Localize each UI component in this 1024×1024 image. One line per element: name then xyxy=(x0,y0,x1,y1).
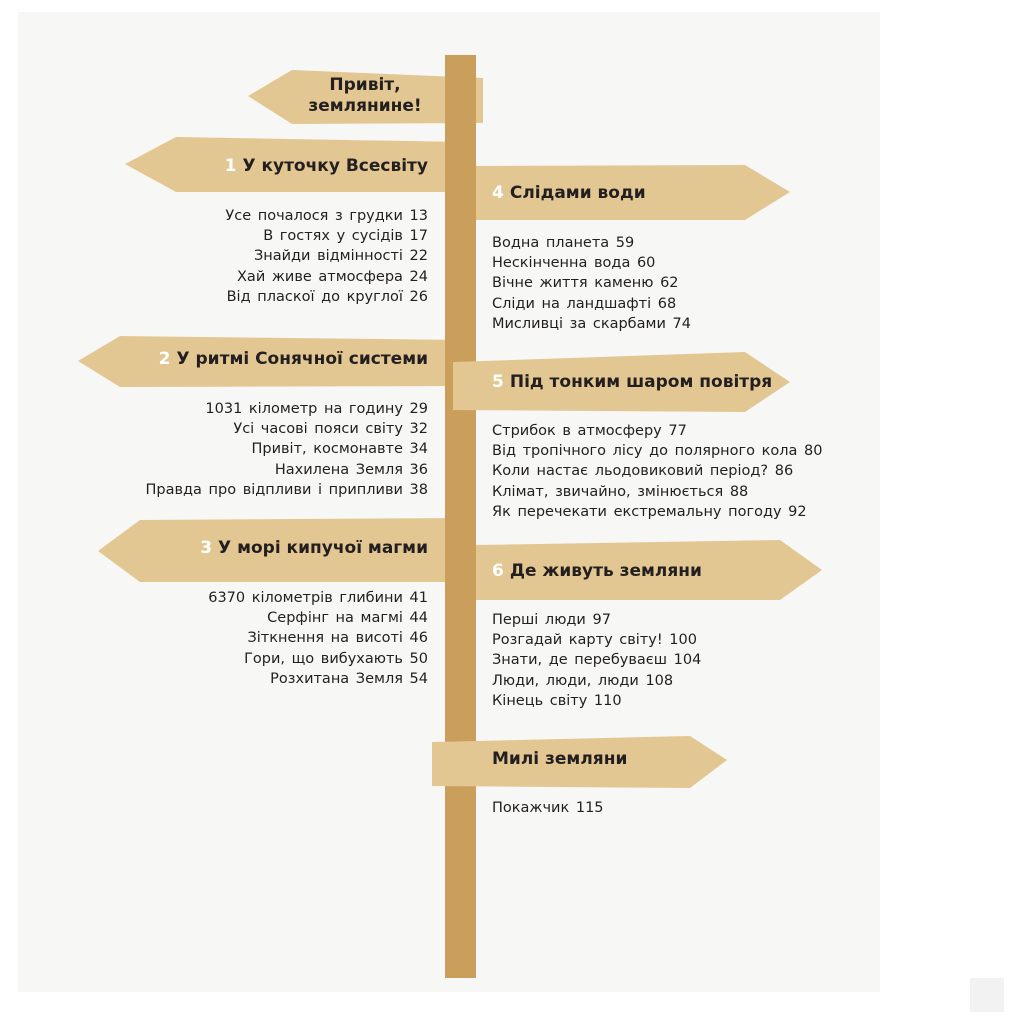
chapter-number: 6 xyxy=(492,561,504,581)
toc-entry[interactable]: Вічне життя каменю 62 xyxy=(492,275,679,292)
chapter-title: У морі кипучої магми xyxy=(218,538,428,558)
toc-entry[interactable]: Привіт, космонавте 34 xyxy=(251,441,428,458)
toc-entry[interactable]: Нахилена Земля 36 xyxy=(274,461,428,478)
chapter-2-contents: 1031 кілометр на годину 29 Усі часові поя… xyxy=(145,399,428,500)
toc-entry[interactable]: Мисливці за скарбами 74 xyxy=(492,315,691,332)
toc-entry[interactable]: Сліди на ландшафті 68 xyxy=(492,295,677,312)
toc-entry[interactable]: Стрибок в атмосферу 77 xyxy=(492,423,687,439)
chapter-number: 1 xyxy=(224,156,237,176)
toc-entry[interactable]: Люди, люди, люди 108 xyxy=(492,672,674,689)
sign-closing xyxy=(432,736,727,788)
sign-chapter-1 xyxy=(125,137,465,192)
toc-entry[interactable]: Розгадай карту світу! 100 xyxy=(492,632,697,649)
toc-entry[interactable]: Коли настає льодовиковий період? 86 xyxy=(492,463,794,480)
chapter-title: Слідами води xyxy=(509,183,646,203)
chapter-number: 2 xyxy=(158,349,171,369)
chapter-3-contents: 6370 кілометрів глибини 41 Серфінг на маг… xyxy=(208,588,428,689)
toc-entry[interactable]: Знайди відмінності 22 xyxy=(253,248,428,265)
toc-entry[interactable]: 1031 кілометр на годину 29 xyxy=(205,401,428,417)
toc-entry[interactable]: 6370 кілометрів глибини 41 xyxy=(208,590,428,606)
toc-entry[interactable]: Кінець світу 110 xyxy=(492,692,622,709)
toc-entry[interactable]: Як перечекати екстремальну погоду 92 xyxy=(492,503,807,520)
sign-chapter-4 xyxy=(476,165,790,220)
sign-chapter-2 xyxy=(78,336,463,387)
toc-entry[interactable]: В гостях у сусідів 17 xyxy=(263,228,428,245)
chapter-number: 5 xyxy=(492,372,504,392)
sign-chapter-5 xyxy=(453,352,790,412)
sign-chapter-6 xyxy=(476,540,822,600)
toc-entry[interactable]: Хай живе атмосфера 24 xyxy=(237,268,428,285)
chapter-1-contents: Усе почалося з грудки 13 В гостях у сусід… xyxy=(225,206,428,307)
chapter-5-contents: Стрибок в атмосферу 77 Від тропічного ліс… xyxy=(492,421,822,522)
toc-entry[interactable]: Зіткнення на висоті 46 xyxy=(247,630,428,647)
toc-entry[interactable]: Розхитана Земля 54 xyxy=(270,670,428,687)
intro-line-1: Привіт, xyxy=(329,75,401,95)
chapter-number: 3 xyxy=(200,538,213,558)
toc-entry[interactable]: Усе почалося з грудки 13 xyxy=(225,208,428,224)
closing-contents: Покажчик 115 xyxy=(492,798,604,818)
toc-entry[interactable]: Гори, що вибухають 50 xyxy=(244,650,428,667)
chapter-title: У ритмі Сонячної системи xyxy=(176,349,428,369)
sign-chapter-3 xyxy=(98,518,463,582)
toc-entry[interactable]: Правда про відпливи і припливи 38 xyxy=(145,481,428,498)
closing-heading[interactable]: Милі земляни xyxy=(492,749,628,769)
chapter-title: У куточку Всесвіту xyxy=(242,156,428,176)
toc-entry[interactable]: Перші люди 97 xyxy=(492,612,611,628)
sign-intro xyxy=(248,70,483,124)
intro-sign-label[interactable]: Привіт, землянине! xyxy=(280,75,450,117)
chapter-number: 4 xyxy=(492,183,504,203)
toc-entry[interactable]: Нескінченна вода 60 xyxy=(492,255,656,272)
toc-entry[interactable]: Серфінг на магмі 44 xyxy=(267,610,428,627)
chapter-4-contents: Водна планета 59 Нескінченна вода 60 Вічне… xyxy=(492,233,691,334)
toc-entry[interactable]: Усі часові пояси світу 32 xyxy=(233,421,428,438)
toc-entry[interactable]: Покажчик 115 xyxy=(492,800,604,816)
signpost-post xyxy=(445,55,476,978)
intro-line-2: землянине! xyxy=(308,96,422,116)
corner-tab xyxy=(970,978,1004,1012)
chapter-title: Де живуть земляни xyxy=(509,561,702,581)
toc-entry[interactable]: Водна планета 59 xyxy=(492,235,635,251)
chapter-title: Під тонким шаром повітря xyxy=(509,372,773,392)
toc-entry[interactable]: Клімат, звичайно, змінюється 88 xyxy=(492,483,749,500)
toc-entry[interactable]: Від тропічного лісу до полярного кола 80 xyxy=(492,443,823,460)
toc-entry[interactable]: Від пласкої до круглої 26 xyxy=(226,288,428,305)
toc-entry[interactable]: Знати, де перебуваєш 104 xyxy=(492,652,702,669)
